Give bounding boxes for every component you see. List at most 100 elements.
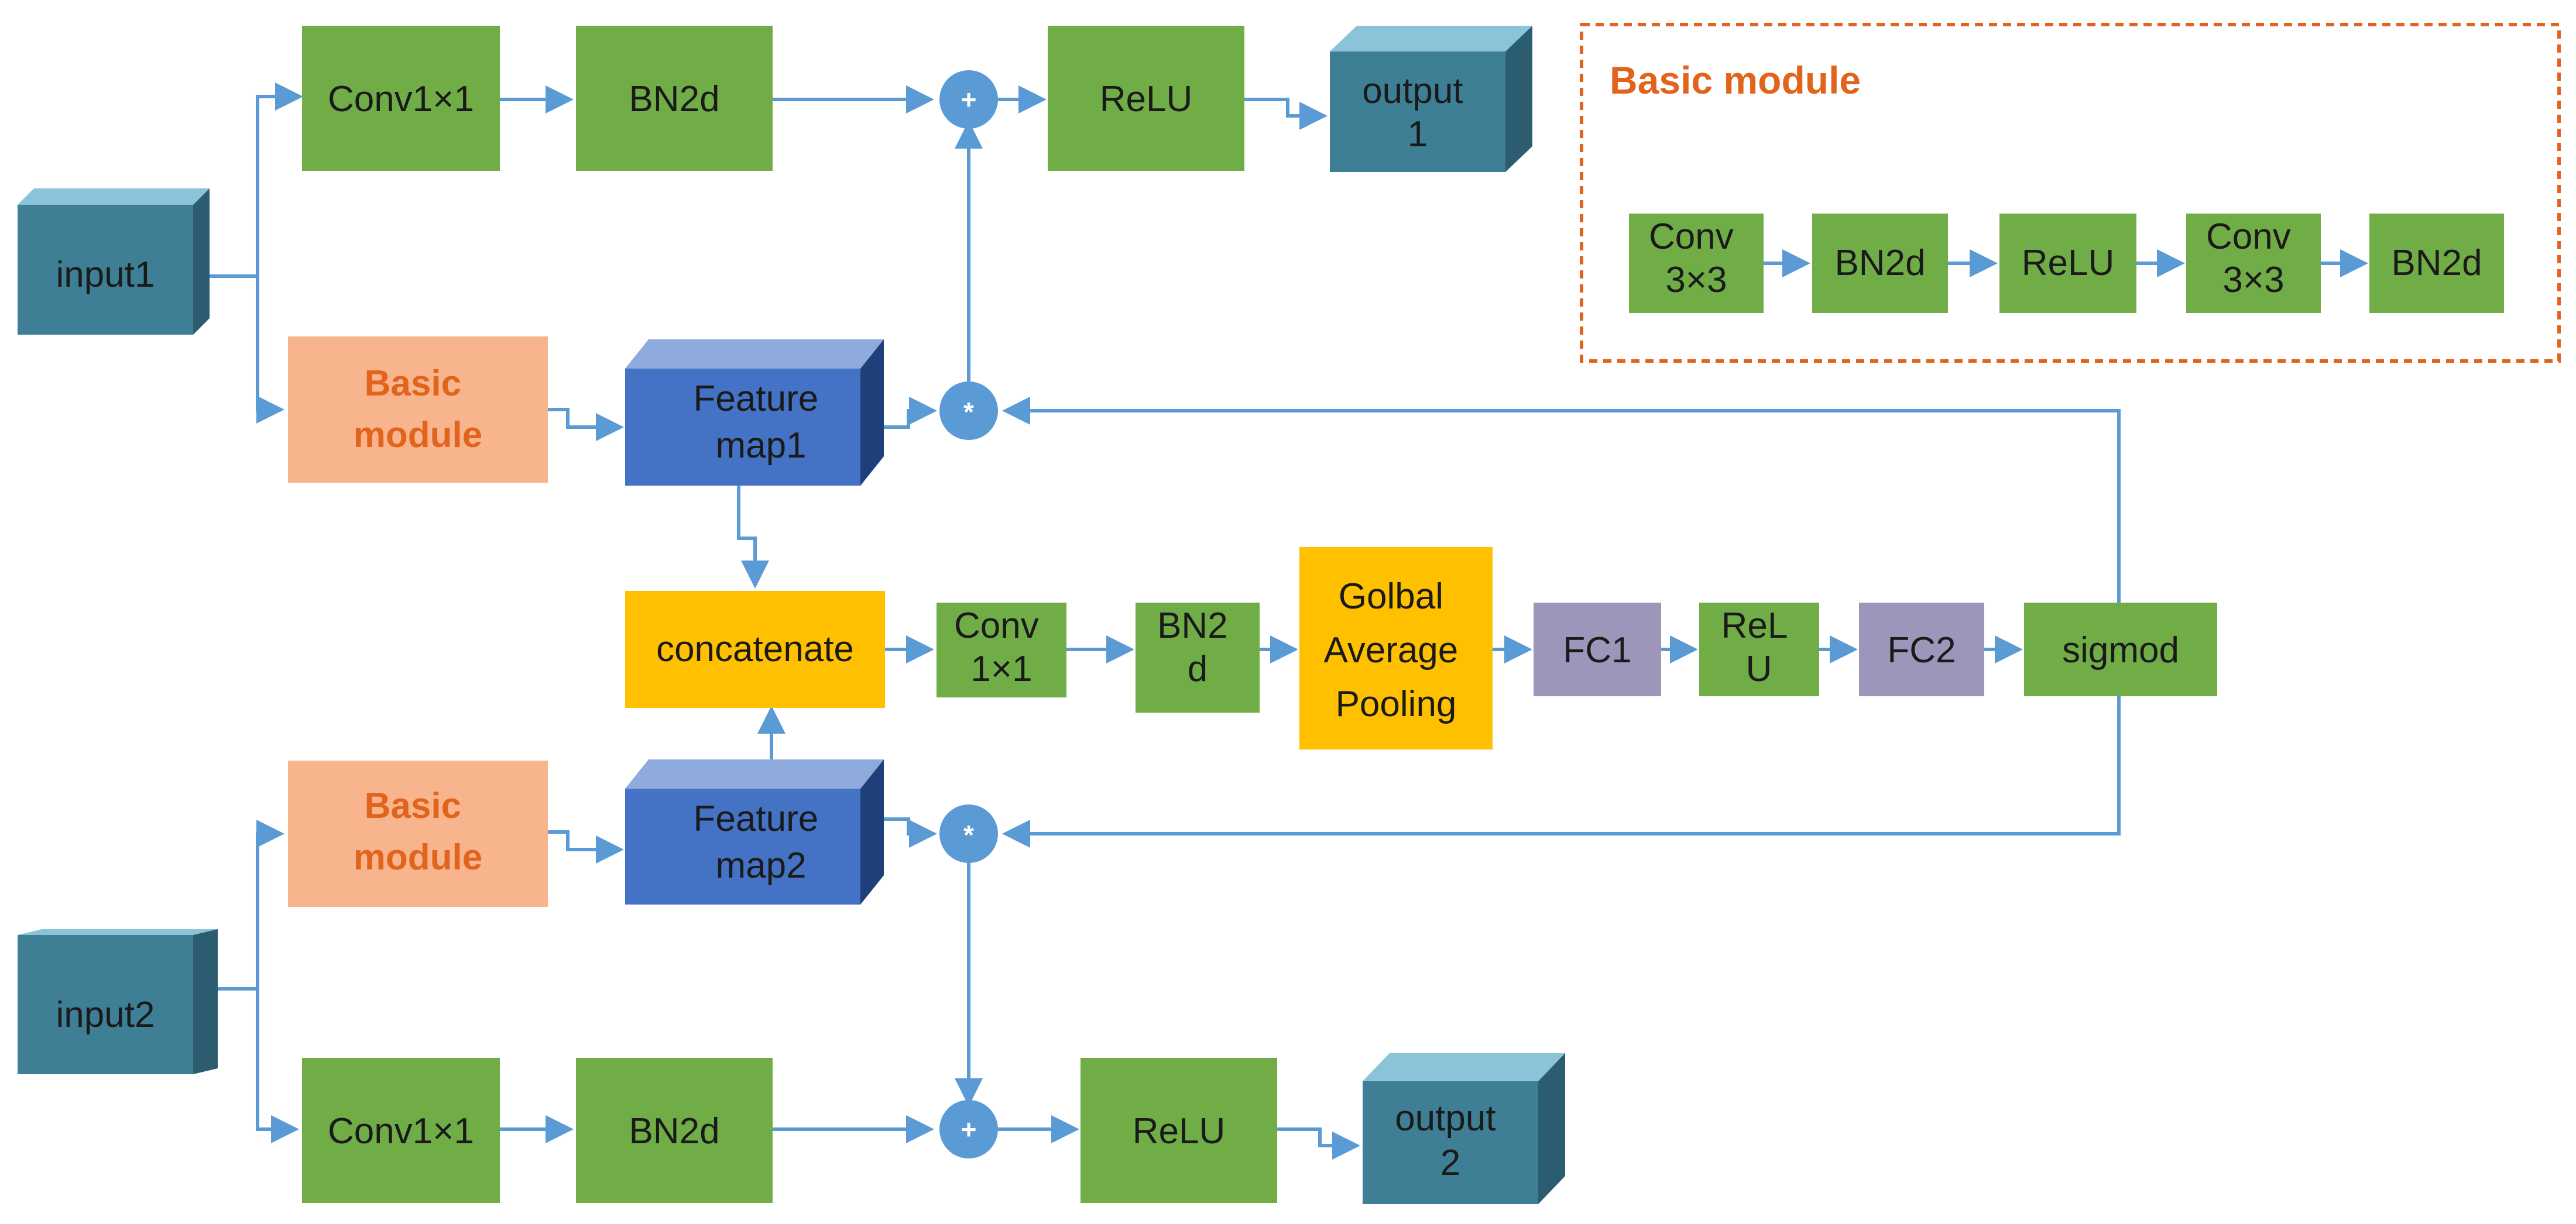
fusion-relu-line2: U [1746, 649, 1772, 689]
input2-label: input2 [56, 995, 155, 1035]
edge-basic1-fm1 [548, 408, 624, 441]
edges [193, 82, 2368, 1160]
legend-frame [1580, 23, 2561, 363]
bottom-conv-box: Conv1×1 [302, 1058, 500, 1203]
feature-map1-label: Feature map1 [694, 379, 829, 466]
top-add-symbol: + [961, 84, 977, 115]
global-avg-pool-label: Golbal Average Pooling [1323, 576, 1468, 724]
basic-module-1-label: Basic module [354, 363, 482, 455]
legend-step-3-label: ReLU [2022, 243, 2115, 283]
edge-basic2-fm2 [548, 830, 624, 864]
input1-cube: input1 [18, 188, 210, 335]
fusion-bn-box: BN2 d [1136, 603, 1260, 713]
legend-step-4-line2: 3×3 [2222, 260, 2284, 300]
fusion-conv-label: Conv 1×1 [954, 606, 1049, 689]
legend-step-2: BN2d [1812, 214, 1948, 313]
input1-label: input1 [56, 255, 155, 295]
multiply-2-symbol: * [963, 820, 974, 850]
feature-map2-label: Feature map2 [694, 799, 829, 886]
fc2-box: FC2 [1859, 603, 1984, 696]
edge-fm1-concat [737, 486, 769, 589]
bottom-bn-box: BN2d [576, 1058, 773, 1203]
output2-label-line1: output [1395, 1098, 1495, 1139]
fc1-label: FC1 [1563, 630, 1631, 671]
legend-step-5: BN2d [2369, 214, 2504, 313]
legend-step-1-line2: 3×3 [1665, 260, 1727, 300]
legend-step-5-label: BN2d [2391, 243, 2482, 283]
feature-map2-line1: Feature [694, 799, 819, 839]
basic-module-1-box: Basic module [288, 336, 548, 483]
multiply-node-2: * [939, 804, 998, 863]
legend-step-4-label: Conv 3×3 [2206, 216, 2301, 300]
input2-cube: input2 [18, 929, 218, 1074]
top-conv-box: Conv1×1 [302, 26, 500, 171]
basic-module-2-label: Basic module [354, 786, 482, 878]
edge-sigmoid-mul1 [1002, 397, 2121, 603]
sigmoid-label: sigmod [2062, 630, 2179, 671]
fusion-conv-line2: 1×1 [970, 649, 1032, 689]
basic-module-legend: Basic module Conv 3×3 BN2d ReLU Conv 3×3 [1580, 23, 2561, 363]
edge-input2-split [211, 820, 284, 991]
output1-cube: output 1 [1330, 26, 1532, 172]
legend-step-4: Conv 3×3 [2186, 214, 2321, 313]
bottom-add-node: + [939, 1100, 998, 1158]
bottom-conv-label: Conv1×1 [328, 1111, 474, 1151]
bottom-bn-label: BN2d [629, 1111, 719, 1151]
output2-label: output 2 [1395, 1098, 1506, 1183]
fusion-bn-line2: d [1188, 649, 1208, 689]
top-bn-label: BN2d [629, 79, 719, 119]
output1-label-line2: 1 [1408, 114, 1428, 154]
top-relu-label: ReLU [1100, 79, 1193, 119]
multiply-node-1: * [939, 381, 998, 440]
concatenate-label: concatenate [656, 629, 854, 669]
basic-module-2-box: Basic module [288, 761, 548, 907]
basic-module-1-line1: Basic [365, 363, 461, 404]
edge-input1-basic [256, 276, 284, 424]
edge-sigmoid-mul2 [1002, 696, 2121, 848]
legend-step-1: Conv 3×3 [1629, 214, 1764, 313]
feature-map2-line2: map2 [715, 845, 806, 886]
gap-line1: Golbal [1339, 576, 1443, 617]
output2-label-line2: 2 [1440, 1143, 1460, 1183]
gap-line3: Pooling [1336, 684, 1457, 724]
fc1-box: FC1 [1534, 603, 1661, 696]
basic-module-1-line2: module [354, 415, 482, 455]
feature-map2-cube: Feature map2 [625, 759, 884, 905]
feature-map1-line2: map1 [715, 425, 806, 466]
fc2-label: FC2 [1887, 630, 1956, 671]
edge-input1-split [193, 82, 303, 278]
gap-line2: Average [1323, 630, 1458, 671]
global-avg-pool-box: Golbal Average Pooling [1299, 547, 1493, 749]
legend-title: Basic module [1610, 59, 1861, 102]
legend-step-3: ReLU [1999, 214, 2136, 313]
legend-step-4-line1: Conv [2206, 216, 2291, 257]
feature-map1-cube: Feature map1 [625, 339, 884, 486]
fusion-relu-box: ReL U [1699, 603, 1819, 696]
fusion-relu-line1: ReL [1721, 606, 1787, 646]
basic-module-2-line1: Basic [365, 786, 461, 826]
bottom-add-symbol: + [961, 1114, 977, 1144]
fusion-bn-label: BN2 d [1157, 606, 1238, 689]
output1-label: output 1 [1362, 71, 1473, 154]
legend-step-1-line1: Conv [1649, 216, 1734, 257]
edge-fm1-mul1 [884, 397, 937, 429]
top-bn-box: BN2d [576, 26, 773, 171]
legend-step-1-label: Conv 3×3 [1649, 216, 1744, 300]
top-conv-label: Conv1×1 [328, 79, 474, 119]
multiply-1-symbol: * [963, 397, 974, 427]
edge-relu-out-top [1244, 98, 1328, 130]
concatenate-box: concatenate [625, 591, 885, 708]
output2-cube: output 2 [1363, 1053, 1565, 1204]
edge-fm2-mul2 [884, 817, 937, 848]
feature-map1-line1: Feature [694, 379, 819, 419]
sigmoid-box: sigmod [2024, 603, 2217, 696]
bottom-relu-label: ReLU [1133, 1111, 1226, 1151]
edge-input2-conv [256, 989, 299, 1143]
top-add-node: + [939, 70, 998, 129]
fusion-bn-line1: BN2 [1157, 606, 1228, 646]
bottom-relu-box: ReLU [1081, 1058, 1277, 1203]
basic-module-2-line2: module [354, 837, 482, 878]
fusion-conv-box: Conv 1×1 [937, 603, 1066, 697]
fusion-conv-line1: Conv [954, 606, 1039, 646]
